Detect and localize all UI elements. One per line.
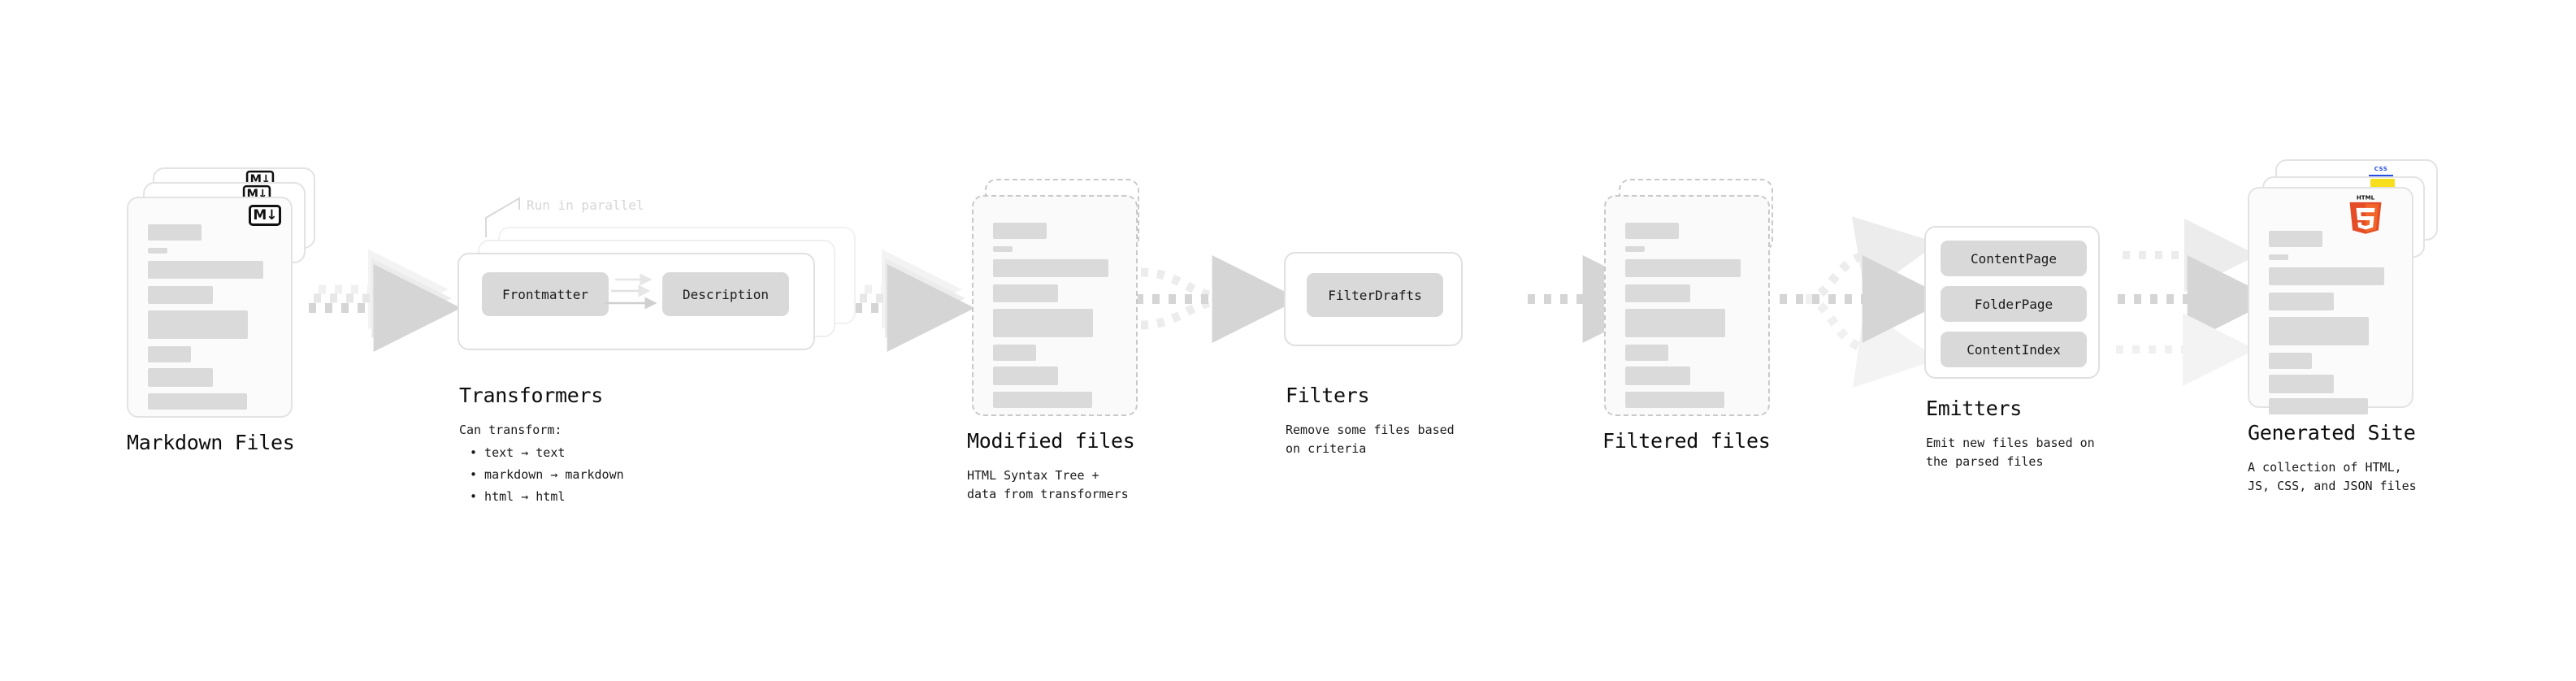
conn-emitters-to-site [2116,219,2275,386]
skeleton-bar [148,248,167,254]
skeleton-bar [993,259,1108,277]
skeleton-bar [2269,317,2369,345]
generated-site-subtitle: A collection of HTML, JS, CSS, and JSON … [2248,460,2417,494]
filtered-files-title: Filtered files [1602,429,1771,453]
emitters-subtitle: Emit new files based on the parsed files [1926,436,2095,470]
skeleton-bar [1625,259,1741,277]
skeleton-bar [148,368,213,387]
modified-files-subtitle: HTML Syntax Tree + data from transformer… [967,468,1129,502]
emitter-pill-folderpage[interactable]: FolderPage [1941,286,2087,322]
modified-files-title: Modified files [967,429,1135,453]
skeleton-bar [993,246,1013,252]
skeleton-bar [148,224,202,241]
skeleton-bar [148,310,248,339]
filtered-card-front [1604,195,1770,416]
markdown-icon: M↓ [249,205,281,226]
skeleton-bar [993,392,1092,408]
generated-site-title: Generated Site [2248,421,2416,445]
svg-text:HTML: HTML [2357,193,2375,201]
emitters-box: ContentPage FolderPage ContentIndex [1924,226,2100,379]
html5-icon: HTML [2349,193,2382,234]
transformers-subtitle: Can transform: [459,423,562,437]
markdown-files-title: Markdown Files [127,431,295,454]
skeleton-bar [993,223,1047,239]
skeleton-bar [2269,254,2288,260]
skeleton-bar [1625,367,1690,385]
transformers-bullet-1: • text → text [470,445,566,460]
skeleton-bar [2269,293,2334,310]
skeleton-bar [148,261,263,279]
transformers-title: Transformers [459,384,604,407]
skeleton-bar [993,284,1058,302]
skeleton-bar [148,286,213,304]
skeleton-bar [1625,345,1668,361]
skeleton-bar [1625,392,1724,408]
skeleton-bar [993,367,1058,385]
emitter-pill-contentpage[interactable]: ContentPage [1941,241,2087,276]
skeleton-bar [1625,284,1690,302]
filters-subtitle: Remove some files based on criteria [1286,423,1455,457]
filters-box: FilterDrafts [1284,252,1463,346]
skeleton-bar [2269,398,2368,414]
transformer-pill-description[interactable]: Description [662,272,789,316]
skeleton-bar [2269,231,2322,247]
filters-title: Filters [1286,384,1370,407]
skeleton-bar [2269,375,2334,393]
skeleton-bar [1625,223,1679,239]
filter-pill-filterdrafts[interactable]: FilterDrafts [1307,273,1443,317]
emitters-title: Emitters [1926,397,2023,420]
markdown-card-front [127,197,293,418]
site-card-front [2248,187,2413,414]
modified-card-front [972,195,1138,416]
skeleton-bar [148,393,247,410]
skeleton-bar [1625,309,1725,337]
skeleton-bar [148,346,191,362]
transformers-box: Frontmatter Description [458,253,815,350]
skeleton-bar [1625,246,1645,252]
transformers-bullet-3: • html → html [470,489,566,504]
skeleton-bar [993,309,1093,337]
transformer-pill-frontmatter[interactable]: Frontmatter [482,272,609,316]
run-in-parallel-annotation: Run in parallel [527,197,644,213]
conn-filtered-to-emitters [1780,216,1950,388]
skeleton-bar [2269,267,2384,285]
emitter-pill-contentindex[interactable]: ContentIndex [1941,332,2087,367]
transformers-bullet-2: • markdown → markdown [470,467,624,482]
skeleton-bar [993,345,1036,361]
conn-modified-to-filters [1136,255,1300,343]
skeleton-bar [2269,353,2312,369]
conn-md-to-transformers [309,249,462,352]
